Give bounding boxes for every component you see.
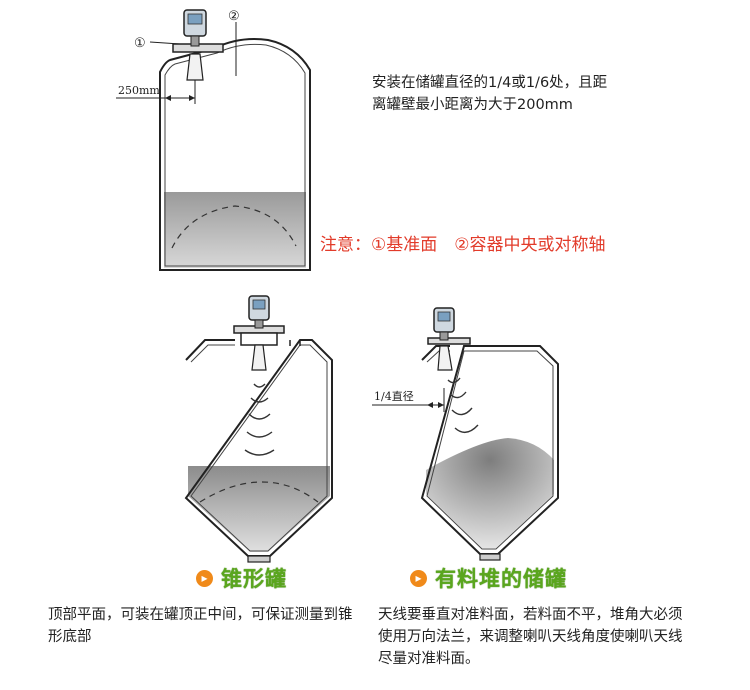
play-arrow-icon: ▸ bbox=[196, 569, 213, 587]
cone-tank-outer-wall bbox=[184, 339, 333, 557]
pile-nozzle-flange bbox=[427, 337, 471, 345]
top-tank: ① ② 250mm bbox=[116, 9, 311, 271]
cone-radar-waves bbox=[244, 383, 275, 456]
cone-tank-inner-wall bbox=[190, 344, 328, 552]
pile-tank-title-label: 有料堆的储罐 bbox=[435, 567, 567, 591]
distance-label: 250mm bbox=[118, 84, 160, 97]
cone-tank-title-label: 锥形罐 bbox=[221, 567, 287, 591]
pile-tank: 1/4直径 bbox=[372, 307, 559, 561]
cone-horn-antenna bbox=[251, 344, 267, 371]
top-tank-liquid bbox=[164, 192, 306, 268]
top-tank-dashed-arc bbox=[171, 205, 297, 249]
pile-tank-title: ▸ 有料堆的储罐 bbox=[410, 563, 567, 593]
pile-tank-description: 天线要垂直对准料面，若料面不平，堆角大必须使用万向法兰，来调整喇叭天线角度使喇叭… bbox=[378, 607, 683, 667]
top-tank-outer-wall bbox=[159, 38, 311, 271]
ref-plane-marker: ① bbox=[134, 36, 146, 51]
cone-tank-material bbox=[188, 466, 330, 552]
pile-radar-waves bbox=[447, 377, 479, 433]
pile-horn-antenna bbox=[437, 345, 453, 371]
attention-note: 注意：①基准面 ②容器中央或对称轴 bbox=[320, 235, 606, 255]
cone-tank bbox=[184, 295, 333, 563]
top-horn-antenna bbox=[186, 53, 204, 81]
install-note: 安装在储罐直径的1/4或1/6处，且距离罐壁最小距离为大于200mm bbox=[372, 75, 608, 113]
cone-tank-description: 顶部平面，可装在罐顶正中间，可保证测量到锥形底部 bbox=[48, 607, 353, 645]
pile-material bbox=[426, 438, 554, 548]
quarter-diameter-label: 1/4直径 bbox=[374, 389, 414, 403]
cone-tank-title: ▸ 锥形罐 bbox=[196, 563, 287, 593]
center-axis-marker: ② bbox=[228, 9, 240, 24]
top-tank-inner-wall bbox=[164, 43, 306, 267]
play-arrow-icon: ▸ bbox=[410, 569, 427, 587]
